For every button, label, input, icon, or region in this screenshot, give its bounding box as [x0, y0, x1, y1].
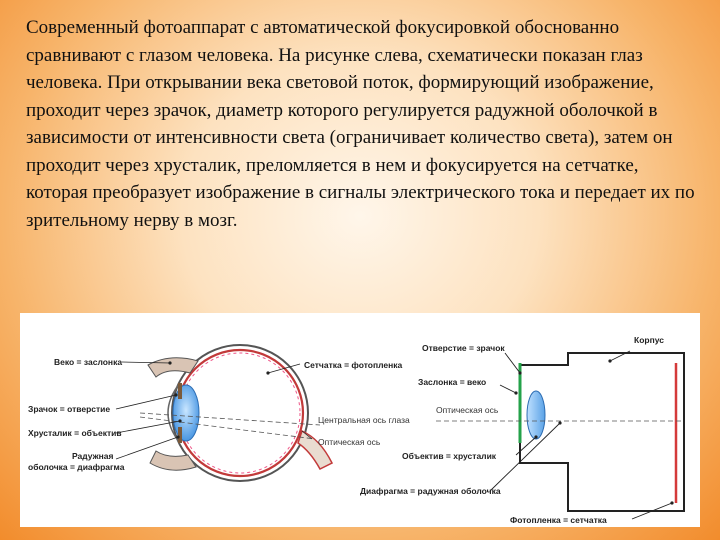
camera-body — [519, 352, 685, 512]
eye-sclera — [171, 344, 309, 482]
camera-diagram: Отверстие = зрачок Корпус Заслонка = век… — [360, 335, 685, 525]
eye-lens — [172, 384, 200, 442]
label-shutter: Заслонка = веко — [418, 377, 486, 387]
label-lens: Хрусталик = объектив — [28, 428, 122, 438]
label-iris-1: Радужная — [72, 451, 114, 461]
label-camera-optical-axis: Оптическая ось — [436, 405, 499, 415]
label-retina: Сетчатка = фотопленка — [304, 360, 402, 370]
label-film: Фотопленка = сетчатка — [510, 515, 607, 525]
slide-paragraph: Современный фотоаппарат с автоматической… — [26, 17, 695, 231]
eye-central-axis — [139, 412, 321, 426]
eye-optical-axis — [139, 416, 316, 440]
label-pupil: Зрачок = отверстие — [28, 404, 110, 414]
label-body: Корпус — [634, 335, 664, 345]
optic-nerve — [297, 429, 334, 470]
label-central-axis: Центральная ось глаза — [318, 415, 410, 425]
eye-iris-bottom — [178, 427, 182, 443]
eye-diagram: Веко = заслонка Сетчатка = фотопленка Зр… — [28, 344, 410, 482]
eye-camera-figure: Веко = заслонка Сетчатка = фотопленка Зр… — [20, 313, 700, 527]
label-diaphragm: Диафрагма = радужная оболочка — [360, 486, 501, 496]
label-eye-optical-axis: Оптическая ось — [318, 437, 381, 447]
label-iris-2: оболочка = диафрагма — [28, 462, 125, 472]
label-eyelid: Веко = заслонка — [54, 357, 122, 367]
eye-iris-top — [178, 383, 182, 399]
camera-lens — [526, 390, 546, 440]
label-objective: Объектив = хрусталик — [402, 451, 497, 461]
label-aperture: Отверстие = зрачок — [422, 343, 505, 353]
